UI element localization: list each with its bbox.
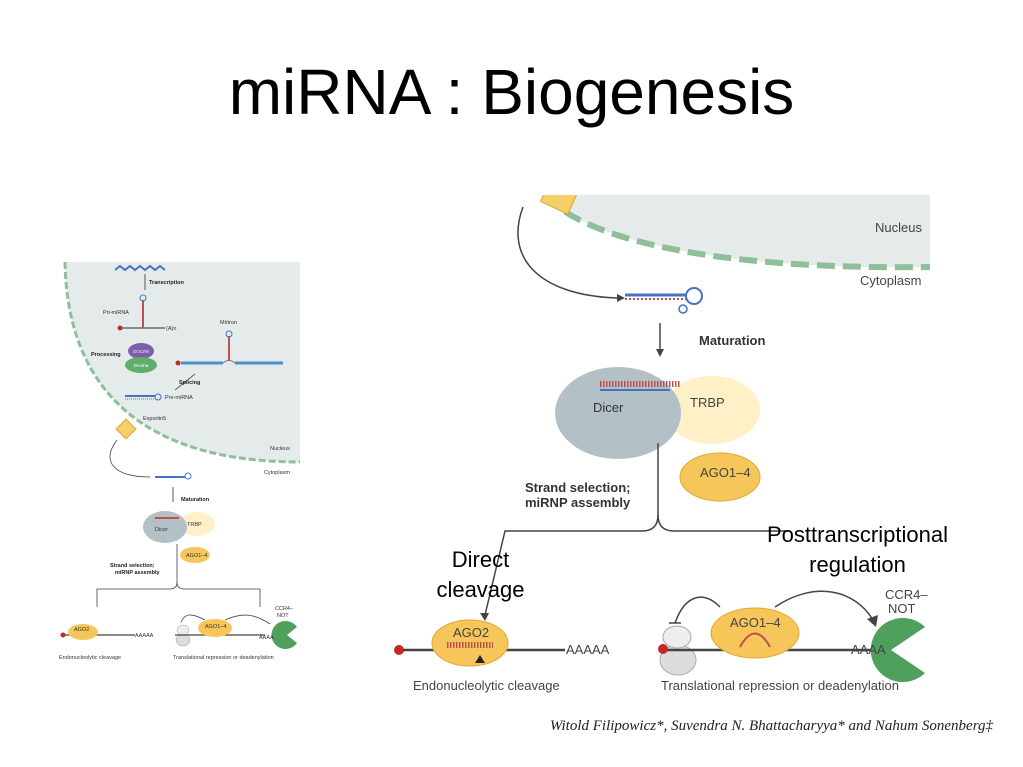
small-cap-dot (117, 325, 123, 331)
small-label-ago14: AGO1–4 (186, 553, 207, 559)
small-label-exportin5: Exportin5 (143, 416, 166, 422)
small-label-dgcr8: DGCR8 (133, 349, 149, 354)
small-label-ccr4-1: CCR4– (275, 606, 294, 612)
large-cleavage-triangle (475, 655, 485, 663)
large-exportin5-shape (539, 195, 580, 215)
large-label-maturation: Maturation (699, 333, 766, 348)
large-label-ago14: AGO1–4 (700, 465, 751, 480)
small-biogenesis-diagram: Transcription Pri-miRNA (A)n Mirtron Pro… (59, 262, 300, 661)
small-label-trans: Translational repression or deadenylatio… (173, 655, 274, 661)
small-label-poly-a: (A)n (166, 326, 176, 332)
large-export-arrow (517, 206, 618, 299)
large-ccr4-not-shape (870, 618, 925, 682)
large-label-dicer: Dicer (593, 400, 624, 415)
large-label-strand-1: Strand selection; (525, 480, 630, 495)
small-ago2-shape (68, 624, 98, 640)
small-label-maturation: Maturation (181, 497, 210, 503)
large-biogenesis-diagram: Nucleus Cytoplasm Maturation TRBP Dicer … (394, 195, 930, 693)
small-drosha-shape (125, 357, 157, 373)
small-label-strand-1: Strand selection; (110, 563, 155, 569)
large-ribosome-small (662, 625, 692, 649)
small-exportin5-shape (115, 418, 137, 440)
small-trbp-shape (179, 512, 215, 536)
large-cap-dot (394, 645, 404, 655)
large-label-ago2: AGO2 (453, 625, 489, 640)
small-ago14b-shape (198, 619, 232, 637)
small-label-drosha: Drosha (134, 363, 149, 368)
small-ccr4-shape (271, 621, 297, 649)
large-ago14-shape (679, 452, 761, 502)
large-trbp-shape (664, 376, 760, 444)
small-label-ago2: AGO2 (74, 627, 89, 633)
large-label-endo: Endonucleolytic cleavage (413, 678, 560, 693)
large-label-aaaa: AAAA (851, 642, 886, 657)
large-label-trbp: TRBP (690, 395, 725, 410)
large-label-nucleus: Nucleus (875, 220, 922, 235)
small-label-ccr4-2: NOT (277, 613, 289, 619)
large-label-ccr4-1: CCR4– (885, 587, 928, 602)
small-label-endo: Endonucleolytic cleavage (59, 655, 121, 661)
small-label-cytoplasm: Cytoplasm (264, 470, 290, 476)
small-label-processing: Processing (91, 352, 121, 358)
small-label-pre-mirna: Pre-miRNA (165, 395, 193, 401)
small-label-transcription: Transcription (149, 280, 184, 286)
small-label-dicer: Dicer (155, 527, 168, 533)
small-label-mirtron: Mirtron (220, 320, 237, 326)
slide-title: miRNA : Biogenesis (228, 56, 795, 128)
large-label-strand-2: miRNP assembly (525, 495, 631, 510)
small-nuclear-membrane (63, 262, 300, 464)
overlay-posttranscriptional-regulation: Posttranscriptional regulation (767, 522, 948, 577)
citation: Witold Filipowicz*, Suvendra N. Bhattach… (549, 718, 993, 734)
small-label-aaaa: AAAA (259, 635, 274, 641)
large-label-ago14-b: AGO1–4 (730, 615, 781, 630)
large-nucleus-shape (545, 195, 930, 268)
small-ago14-shape (180, 547, 210, 563)
large-ago2-shape (431, 619, 509, 667)
small-dna-icon (114, 264, 166, 272)
small-label-trbp: TRBP (187, 522, 202, 528)
small-label-ago14-b: AGO1–4 (205, 624, 226, 630)
overlay-direct-cleavage: Direct cleavage (436, 547, 525, 602)
large-label-trans: Translational repression or deadenylatio… (661, 678, 899, 693)
large-label-ccr4-2: NOT (888, 601, 916, 616)
small-label-nucleus: Nucleus (270, 446, 290, 452)
small-dgcr8-shape (128, 343, 154, 359)
small-label-splicing: Splicing (179, 380, 200, 386)
small-label-strand-2: miRNP assembly (115, 570, 160, 576)
small-label-aaaaa: AAAAA (135, 633, 154, 639)
large-label-aaaaa: AAAAA (566, 642, 610, 657)
large-branch-right (657, 514, 790, 532)
small-label-pri-mirna: Pri-miRNA (103, 310, 129, 316)
large-label-cytoplasm: Cytoplasm (860, 273, 921, 288)
